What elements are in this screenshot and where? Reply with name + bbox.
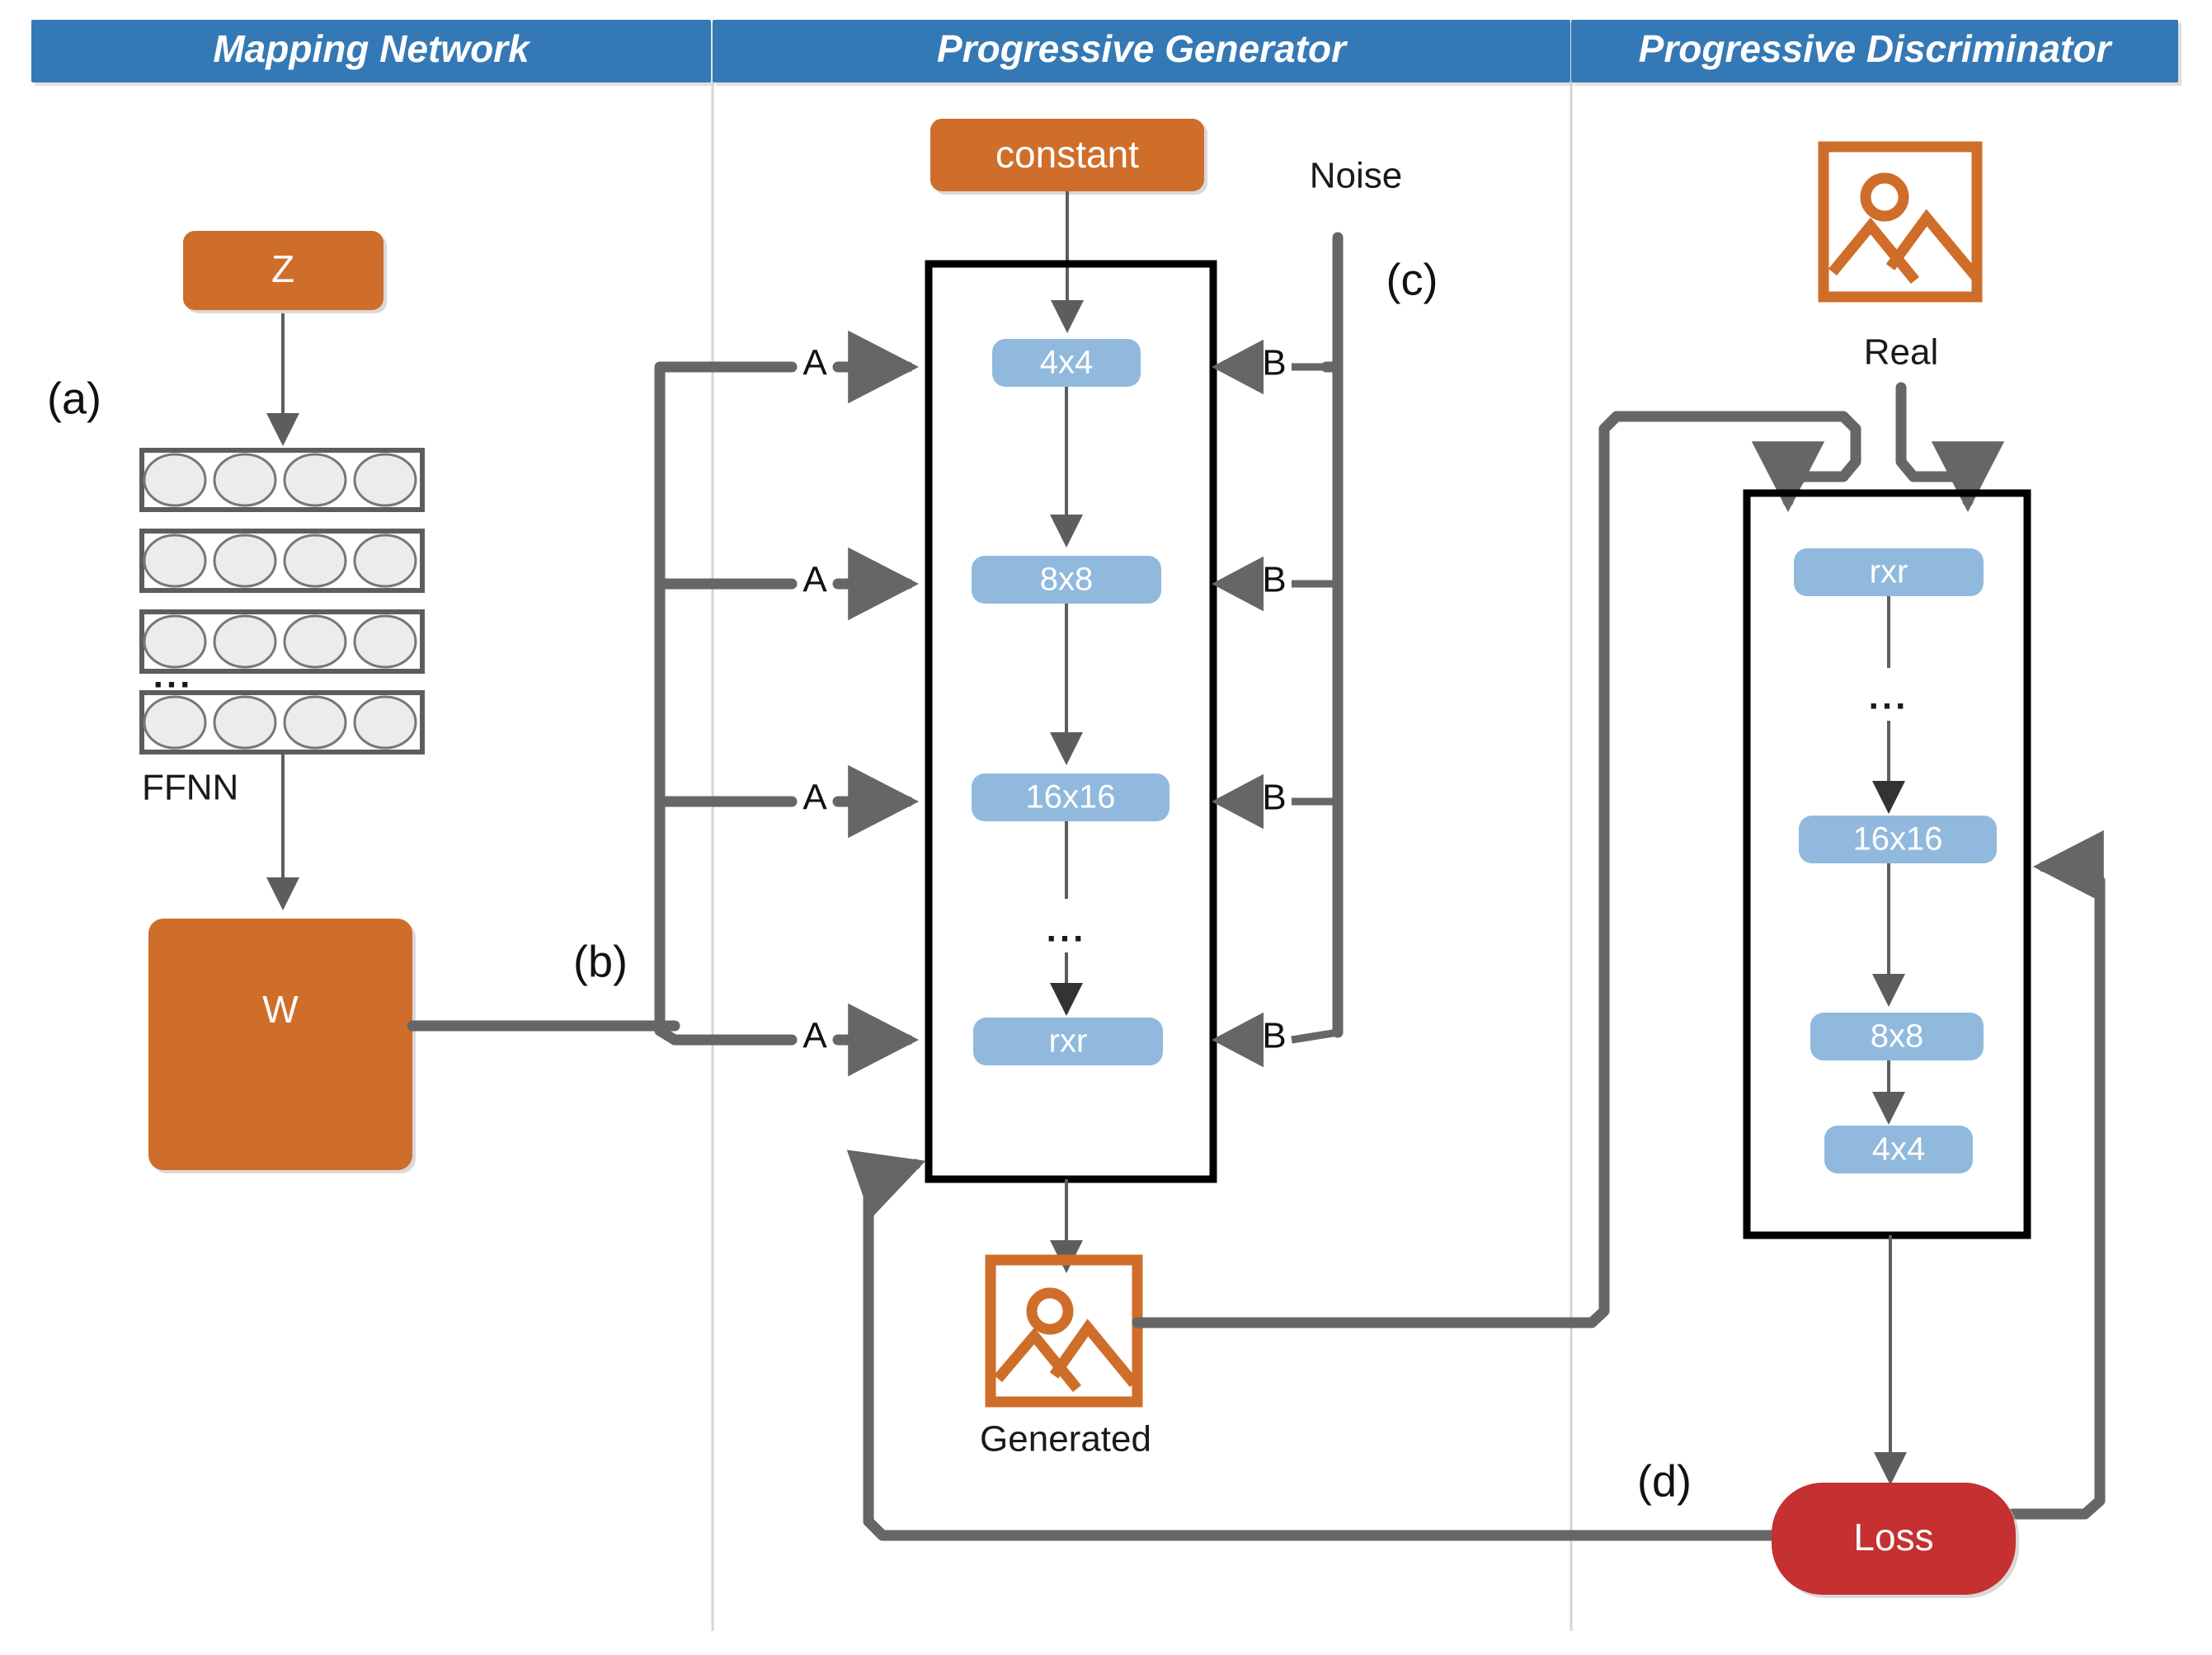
noise-input-label: B [1262,343,1286,383]
edge-generated-to-discriminator [1132,411,1622,1328]
generator-block[interactable] [972,556,1161,604]
discriminator-block-label: 8x8 [1871,1018,1924,1055]
w-node-label: W [262,988,299,1031]
loss-node-label: Loss [1853,1516,1933,1559]
noise-input-label: B [1262,1016,1286,1056]
generator-block-label: 8x8 [1040,562,1094,598]
header-title-mapping: Mapping Network [213,27,531,70]
style-input-label: A [802,1016,827,1056]
generator-block[interactable] [972,773,1170,821]
real-image-icon [1818,141,1983,303]
noise-input-arrow [1212,1012,1339,1068]
noise-label: Noise [1310,156,1403,196]
ffnn-ellipsis: ... [153,656,194,696]
style-input-label: A [802,560,827,600]
discriminator-ellipsis: ... [1869,677,1909,717]
ffnn-layer [139,609,425,674]
style-input-arrow [654,1003,920,1077]
discriminator-block-label: rxr [1870,554,1908,590]
annotation-d: (d) [1637,1456,1692,1506]
edge-loss-to-discriminator [2007,830,2106,1520]
constant-node-box[interactable] [930,119,1204,191]
real-caption: Real [1864,332,1939,373]
loss-node-box[interactable] [1772,1483,2016,1595]
ffnn-caption: FFNN [142,768,238,808]
discriminator-inputs [1611,382,2005,513]
z-node-box[interactable] [183,231,384,310]
z-node-label: Z [271,247,294,290]
generator-container [925,260,1217,1183]
generated-image-icon [985,1254,1143,1408]
discriminator-block[interactable] [1824,1126,1973,1173]
generator-ellipsis: ... [1047,910,1087,950]
header-title-discriminator: Progressive Discriminator [1639,27,2113,70]
noise-input-label: B [1262,560,1286,600]
header-bar-generator [713,20,1570,82]
generator-block-label: rxr [1049,1023,1088,1060]
style-input-label: A [802,343,827,383]
edge-loss-to-generator [846,1150,1777,1541]
generator-block[interactable] [992,339,1141,387]
header-bar-mapping [31,20,711,82]
style-bus [407,361,680,1032]
discriminator-block[interactable] [1799,816,1997,863]
discriminator-block[interactable] [1810,1013,1984,1060]
w-node-box[interactable] [148,919,412,1170]
header-bar-discriminator [1571,20,2178,82]
annotation-c: (c) [1386,255,1438,304]
discriminator-block-label: 16x16 [1853,821,1943,858]
constant-node-label: constant [995,133,1139,176]
annotation-a: (a) [47,374,101,423]
noise-bus [1320,232,1344,1038]
generated-caption: Generated [980,1419,1151,1460]
discriminator-block[interactable] [1794,548,1984,596]
discriminator-block-label: 4x4 [1872,1131,1926,1168]
style-input-label: A [802,778,827,818]
ffnn-layer [139,690,425,755]
annotation-b: (b) [573,937,628,986]
ffnn-layer [139,448,425,512]
noise-input-label: B [1262,778,1286,818]
ffnn-layer [139,529,425,593]
generator-block[interactable] [973,1018,1163,1065]
discriminator-container [1743,489,2031,1239]
generator-block-label: 16x16 [1026,779,1116,816]
generator-block-label: 4x4 [1040,345,1094,381]
header-title-generator: Progressive Generator [937,27,1348,70]
